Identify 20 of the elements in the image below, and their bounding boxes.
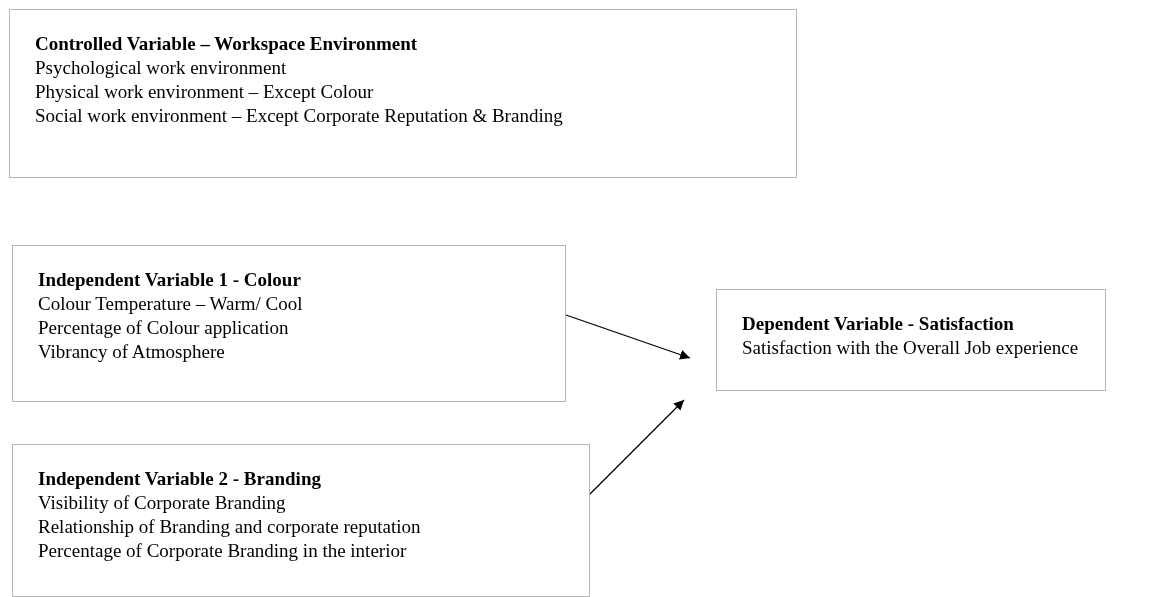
- box-heading: Independent Variable 1 - Colour: [38, 268, 302, 292]
- variable-box: [9, 9, 797, 178]
- arrow: [589, 399, 685, 495]
- box-item: Social work environment – Except Corporate Reputation & Branding: [35, 104, 564, 128]
- variable-box: [12, 444, 590, 597]
- variable-box: [716, 289, 1106, 391]
- box-heading: Controlled Variable – Workspace Environment: [35, 32, 419, 56]
- box-item: Percentage of Corporate Branding in the interior: [38, 539, 408, 563]
- box-item: Visibility of Corporate Branding: [38, 491, 287, 515]
- box-item: Vibrancy of Atmosphere: [38, 340, 226, 364]
- arrow: [565, 314, 691, 360]
- box-item: Colour Temperature – Warm/ Cool: [38, 292, 304, 316]
- box-item: Relationship of Branding and corporate reputation: [38, 515, 422, 539]
- box-heading: Dependent Variable - Satisfaction: [742, 312, 1015, 336]
- box-item: Physical work environment – Except Colour: [35, 80, 375, 104]
- variable-box: [12, 245, 566, 402]
- box-item: Satisfaction with the Overall Job experience: [742, 336, 1080, 360]
- box-item: Percentage of Colour application: [38, 316, 290, 340]
- box-item: Psychological work environment: [35, 56, 288, 80]
- box-heading: Independent Variable 2 - Branding: [38, 467, 322, 491]
